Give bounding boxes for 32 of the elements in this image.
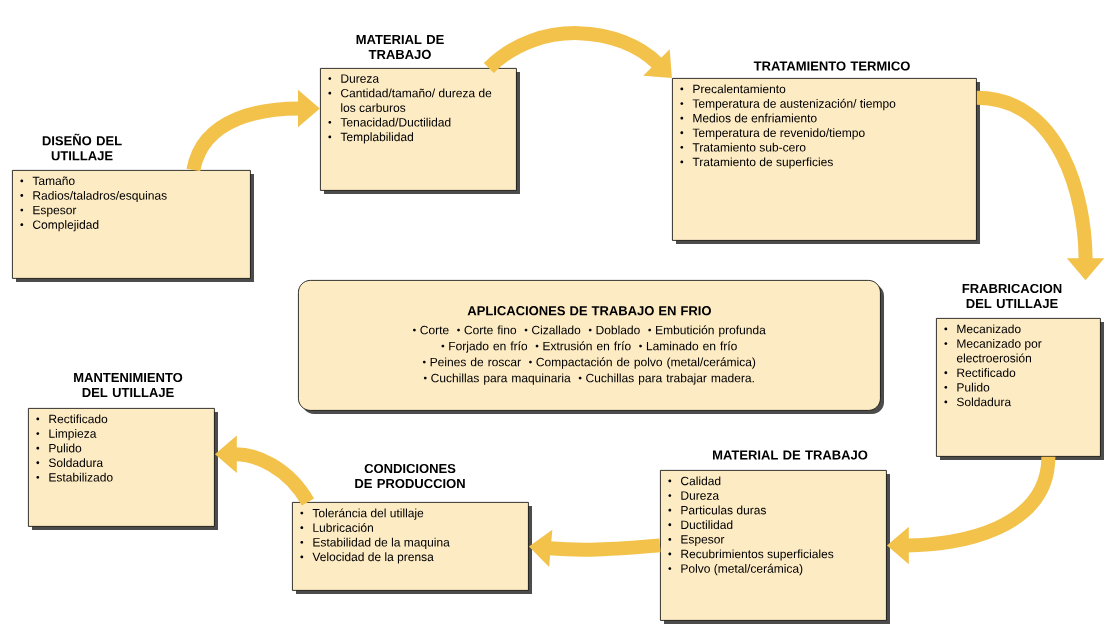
list-item: Soldadura (944, 397, 1012, 407)
box-heading: CONDICIONES DE PRODUCCION (355, 463, 465, 489)
list-item: Limpieza (36, 429, 97, 441)
list-item: Estabilizado (36, 472, 113, 482)
box-heading: DISEÑO DEL UTILLAJE (42, 133, 122, 161)
list-item: Soldadura (36, 458, 104, 467)
list-item: Rectificado (36, 414, 108, 424)
list-item: Laminado en frío (639, 341, 737, 351)
list-item: Corte (413, 325, 449, 335)
list-item: Rectificado (944, 368, 1016, 377)
list-item: Cizallado (524, 325, 581, 335)
process-box (298, 280, 884, 414)
box-heading: TRATAMIENTO TERMICO (753, 61, 910, 71)
list-item: Mecanizado (944, 324, 1021, 334)
box-heading: FRABRICACION DEL UTILLAJE (962, 283, 1062, 309)
box-heading: MATERIAL DE TRABAJO (713, 450, 868, 460)
list-item: Pulido (944, 382, 990, 392)
list-item: Corte fino (457, 325, 517, 335)
box-heading: MATERIAL DE TRABAJO (356, 34, 444, 60)
list-item: Doblado (588, 325, 640, 335)
list-item: Cuchillas para trabajar madera. (578, 373, 754, 385)
list-item: Pulido (36, 443, 82, 453)
list-item: Peines de roscar (422, 357, 521, 367)
box-heading: MANTENIMIENTO DEL UTILLAJE (74, 372, 183, 398)
list-item: Cuchillas para maquinaria (423, 373, 571, 385)
box-heading: APLICACIONES DE TRABAJO EN FRIO (467, 306, 711, 316)
list-item: Extrusión en frío (535, 341, 631, 351)
list-item: Compactación de polvo (metal/cerámica) (529, 357, 756, 369)
arrow (484, 26, 672, 78)
list-item: Embutición profunda (648, 325, 766, 337)
list-item: Forjado en frío (441, 341, 528, 353)
list-item: Mecanizado por electroerosión (944, 339, 1042, 363)
